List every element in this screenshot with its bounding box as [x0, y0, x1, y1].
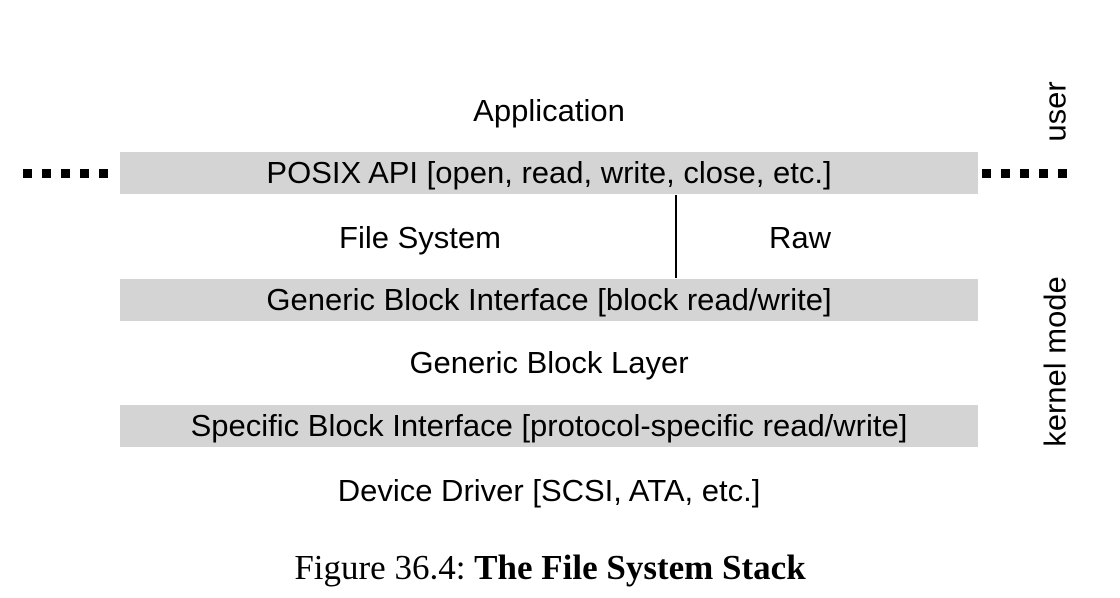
generic-block-layer-label: Generic Block Layer [409, 345, 689, 380]
boundary-dots-right [982, 169, 1067, 178]
device-driver-label: Device Driver [SCSI, ATA, etc.] [337, 473, 761, 508]
figure-caption: Figure 36.4: The File System Stack [0, 548, 1100, 588]
user-side-label: user [1037, 81, 1073, 142]
specific-block-interface-label: Specific Block Interface [protocol-speci… [190, 408, 908, 443]
figure-caption-title: The File System Stack [474, 548, 806, 587]
posix-api-label: POSIX API [open, read, write, close, etc… [266, 155, 832, 190]
kernel-mode-side-label: kernel mode [1037, 276, 1073, 447]
generic-block-interface-band: Generic Block Interface [block read/writ… [120, 279, 978, 321]
posix-api-band: POSIX API [open, read, write, close, etc… [120, 152, 978, 194]
application-label: Application [473, 93, 625, 128]
raw-label: Raw [768, 220, 831, 255]
specific-block-interface-band: Specific Block Interface [protocol-speci… [120, 405, 978, 447]
file-system-raw-divider [675, 195, 677, 278]
boundary-dots-left [23, 169, 108, 178]
file-system-label: File System [339, 220, 501, 255]
figure-caption-prefix: Figure 36.4: [294, 548, 466, 587]
generic-block-interface-label: Generic Block Interface [block read/writ… [266, 282, 832, 317]
